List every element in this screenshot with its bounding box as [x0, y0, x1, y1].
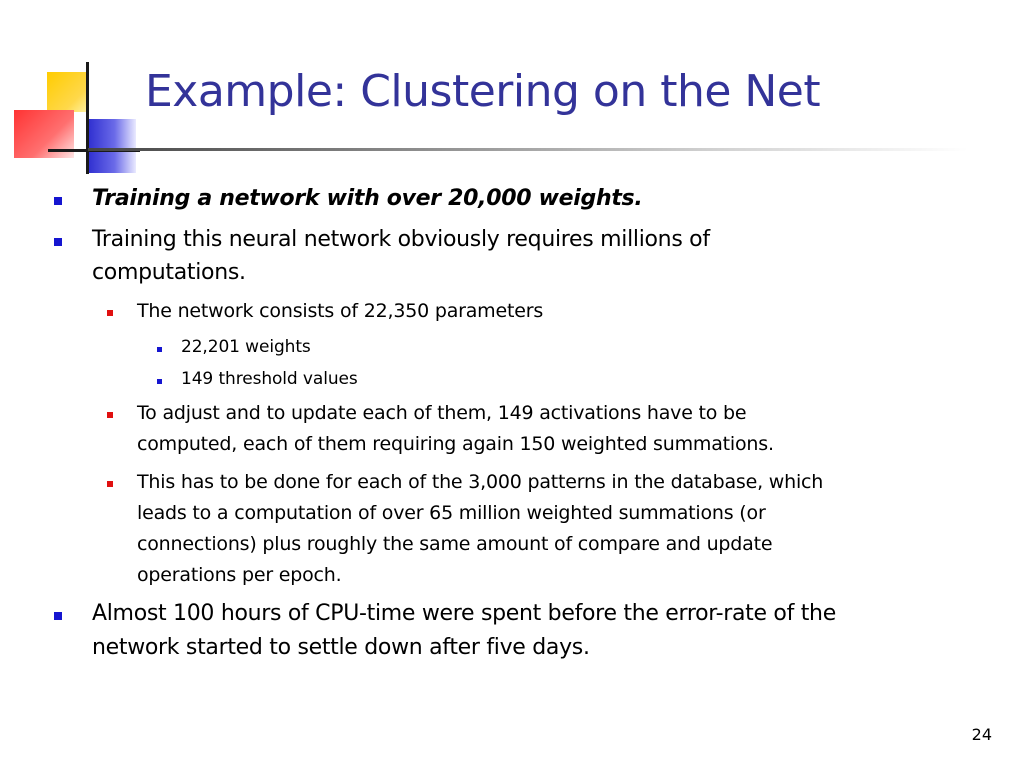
sub-bullet-square-icon: [107, 310, 113, 316]
bullet-2-text-line-1: Training this neural network obviously r…: [92, 227, 710, 252]
slide-title: Example: Clustering on the Net: [145, 66, 821, 117]
decorative-logo: [0, 0, 160, 180]
logo-yellow-square: [47, 72, 87, 112]
bullet-square-icon: [54, 197, 62, 205]
sub-bullet-square-icon: [107, 412, 113, 418]
bullet-3-text-line-1: Almost 100 hours of CPU-time were spent …: [92, 601, 836, 626]
bullet-2-text-line-2: computations.: [92, 260, 246, 285]
sub-bullet-2-3-text-line-1: This has to be done for each of the 3,00…: [137, 471, 824, 493]
logo-vertical-line: [86, 62, 89, 174]
sub-bullet-2-3-text-line-3: connections) plus roughly the same amoun…: [137, 533, 773, 555]
page-number: 24: [971, 725, 992, 744]
bullet-3-text-line-2: network started to settle down after fiv…: [92, 635, 590, 660]
sub-sub-bullet-weights-text: 22,201 weights: [181, 337, 311, 357]
sub-sub-bullet-square-icon: [157, 347, 162, 352]
sub-bullet-2-1-text: The network consists of 22,350 parameter…: [137, 300, 544, 322]
bullet-square-icon: [54, 238, 62, 246]
sub-bullet-2-3-text-line-4: operations per epoch.: [137, 564, 342, 586]
logo-blue-square: [88, 119, 136, 173]
sub-sub-bullet-square-icon: [157, 379, 162, 384]
sub-bullet-2-3-text-line-2: leads to a computation of over 65 millio…: [137, 502, 766, 524]
sub-sub-bullet-threshold-text: 149 threshold values: [181, 369, 358, 389]
bullet-square-icon: [54, 612, 62, 620]
title-underline: [88, 148, 968, 151]
sub-bullet-2-2-text-line-2: computed, each of them requiring again 1…: [137, 433, 774, 455]
sub-bullet-2-2-text-line-1: To adjust and to update each of them, 14…: [137, 402, 747, 424]
sub-bullet-square-icon: [107, 481, 113, 487]
bullet-1-text: Training a network with over 20,000 weig…: [92, 186, 643, 211]
